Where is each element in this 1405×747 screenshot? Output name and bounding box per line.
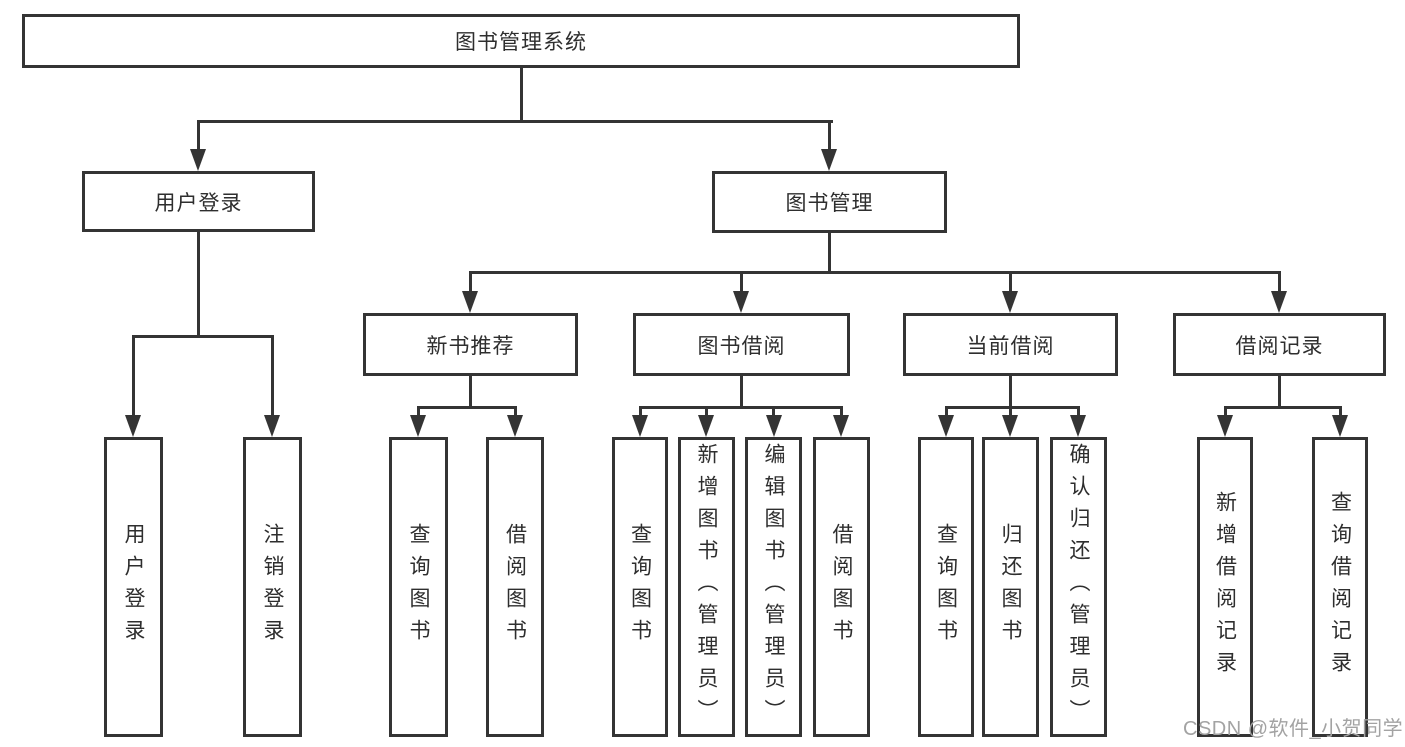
- leaf-confirm-return-admin: 确认归还（管理员）: [1050, 437, 1107, 737]
- leaf-label: 新增图书（管理员）: [695, 443, 718, 731]
- connector-vline: [197, 232, 200, 338]
- node-book-borrowing: 图书借阅: [633, 313, 850, 376]
- leaf-label: 查询借阅记录: [1328, 491, 1352, 683]
- arrow-down-icon: [125, 415, 141, 437]
- arrow-down-icon: [1271, 291, 1287, 313]
- arrow-down-icon: [821, 149, 837, 171]
- arrow-down-icon: [1217, 415, 1233, 437]
- node-user-login: 用户登录: [82, 171, 315, 232]
- connector-vline: [772, 406, 775, 418]
- node-label: 图书借阅: [697, 334, 786, 358]
- connector-vline: [740, 376, 743, 409]
- node-borrowing-records: 借阅记录: [1173, 313, 1386, 376]
- connector-vline: [840, 406, 843, 418]
- arrow-down-icon: [410, 415, 426, 437]
- leaf-add-books-admin: 新增图书（管理员）: [678, 437, 735, 737]
- connector-vline: [639, 406, 642, 418]
- node-label: 图书管理系统: [455, 31, 587, 54]
- connector-vline: [1009, 376, 1012, 409]
- connector-vline: [740, 271, 743, 293]
- leaf-label: 查询图书: [934, 523, 958, 651]
- connector-hline: [1224, 406, 1342, 409]
- connector-hline: [417, 406, 517, 409]
- connector-vline: [197, 120, 200, 152]
- connector-vline: [132, 335, 135, 417]
- connector-hline: [639, 406, 843, 409]
- connector-vline: [1278, 376, 1281, 409]
- connector-hline: [197, 120, 833, 123]
- arrow-down-icon: [1002, 415, 1018, 437]
- leaf-label: 确认归还（管理员）: [1067, 443, 1090, 731]
- connector-vline: [417, 406, 420, 418]
- arrow-down-icon: [833, 415, 849, 437]
- arrow-down-icon: [766, 415, 782, 437]
- connector-vline: [469, 376, 472, 409]
- leaf-query-books-borrow: 查询图书: [612, 437, 668, 737]
- connector-hline: [469, 271, 1281, 274]
- node-label: 借阅记录: [1235, 334, 1324, 358]
- leaf-user-login: 用户登录: [104, 437, 163, 737]
- leaf-label: 查询图书: [628, 523, 652, 651]
- connector-vline: [1009, 406, 1012, 418]
- leaf-label: 用户登录: [122, 523, 145, 651]
- leaf-query-borrow-record: 查询借阅记录: [1312, 437, 1368, 737]
- arrow-down-icon: [507, 415, 523, 437]
- leaf-borrow-books: 借阅图书: [813, 437, 870, 737]
- leaf-label: 注销登录: [261, 523, 284, 651]
- connector-vline: [271, 335, 274, 417]
- node-label: 图书管理: [785, 192, 874, 215]
- leaf-edit-books-admin: 编辑图书（管理员）: [745, 437, 802, 737]
- connector-vline: [1009, 271, 1012, 293]
- arrow-down-icon: [1002, 291, 1018, 313]
- node-book-management: 图书管理: [712, 171, 947, 233]
- connector-vline: [828, 233, 831, 274]
- leaf-label: 借阅图书: [830, 523, 853, 651]
- connector-vline: [1278, 271, 1281, 293]
- arrow-down-icon: [1070, 415, 1086, 437]
- connector-vline: [520, 68, 523, 123]
- connector-vline: [1224, 406, 1227, 418]
- leaf-borrow-books-recommend: 借阅图书: [486, 437, 544, 737]
- arrow-down-icon: [938, 415, 954, 437]
- arrow-down-icon: [632, 415, 648, 437]
- leaf-return-books: 归还图书: [982, 437, 1039, 737]
- arrow-down-icon: [733, 291, 749, 313]
- leaf-logout-login: 注销登录: [243, 437, 302, 737]
- leaf-label: 新增借阅记录: [1213, 491, 1237, 683]
- leaf-query-books-recommend: 查询图书: [389, 437, 448, 737]
- node-label: 当前借阅: [966, 334, 1055, 358]
- connector-vline: [514, 406, 517, 418]
- connector-vline: [1339, 406, 1342, 418]
- connector-hline: [945, 406, 1080, 409]
- arrow-down-icon: [462, 291, 478, 313]
- connector-vline: [469, 271, 472, 293]
- connector-hline: [132, 335, 274, 338]
- arrow-down-icon: [698, 415, 714, 437]
- node-label: 用户登录: [154, 191, 243, 215]
- connector-vline: [705, 406, 708, 418]
- leaf-query-books-current: 查询图书: [918, 437, 974, 737]
- leaf-label: 归还图书: [999, 523, 1022, 651]
- node-new-book-recommend: 新书推荐: [363, 313, 578, 376]
- leaf-add-borrow-record: 新增借阅记录: [1197, 437, 1253, 737]
- leaf-label: 借阅图书: [503, 523, 527, 651]
- connector-vline: [1077, 406, 1080, 418]
- leaf-label: 查询图书: [407, 523, 430, 651]
- connector-vline: [945, 406, 948, 418]
- leaf-label: 编辑图书（管理员）: [762, 443, 785, 731]
- node-current-borrowing: 当前借阅: [903, 313, 1118, 376]
- node-label: 新书推荐: [426, 334, 515, 358]
- node-root-library-system: 图书管理系统: [22, 14, 1020, 68]
- connector-vline: [828, 120, 831, 152]
- arrow-down-icon: [1332, 415, 1348, 437]
- arrow-down-icon: [264, 415, 280, 437]
- csdn-watermark: CSDN @软件_小贺同学: [1183, 718, 1404, 740]
- arrow-down-icon: [190, 149, 206, 171]
